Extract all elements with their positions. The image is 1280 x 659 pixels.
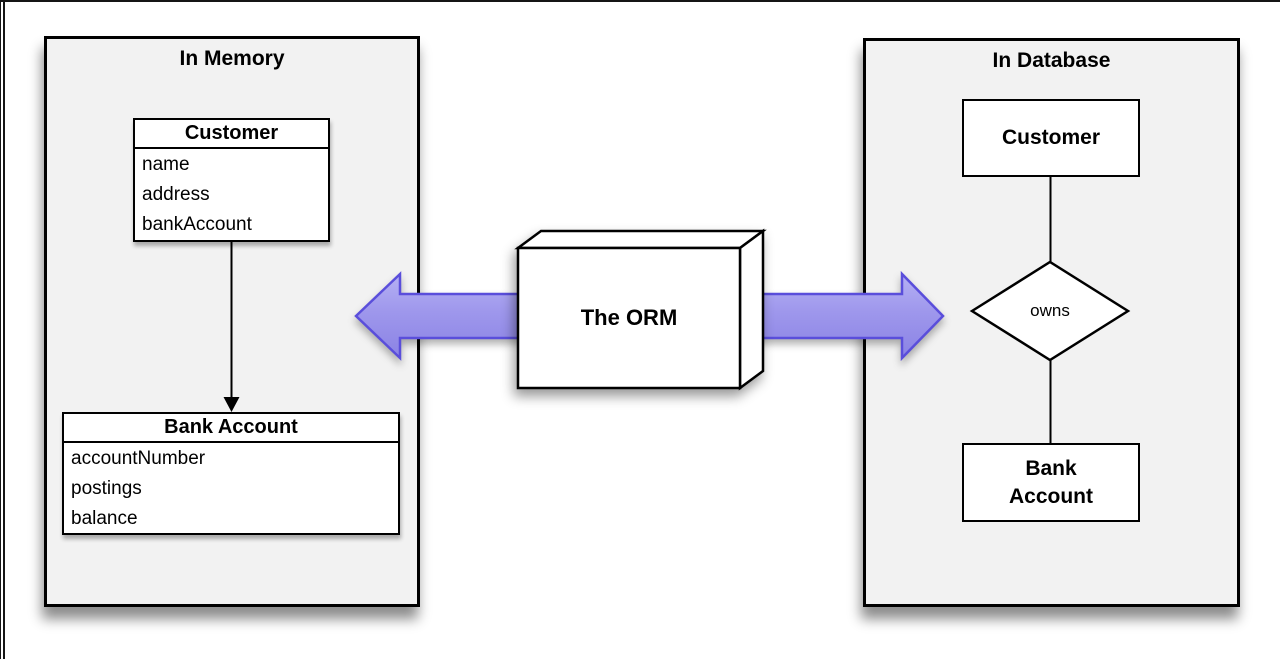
orm-left-arrow-icon bbox=[354, 271, 532, 361]
memory-bank-account-class: Bank Account accountNumber postings bala… bbox=[62, 412, 400, 535]
in-memory-title: In Memory bbox=[179, 47, 285, 70]
memory-association-connector bbox=[223, 241, 240, 412]
owns-relationship-diamond bbox=[969, 260, 1131, 362]
memory-bank-account-attributes: accountNumber postings balance bbox=[64, 443, 398, 534]
database-bank-account-entity: Bank Account bbox=[962, 443, 1140, 522]
orm-right-arrow-icon bbox=[748, 270, 945, 362]
database-customer-entity: Customer bbox=[962, 99, 1140, 177]
attribute-accountNumber: accountNumber bbox=[71, 448, 206, 469]
frame-left-line-outer bbox=[0, 0, 1, 659]
attribute-name: name bbox=[142, 154, 190, 175]
attribute-bankAccount: bankAccount bbox=[142, 214, 252, 235]
memory-bank-account-class-name: Bank Account bbox=[64, 414, 398, 443]
frame-left-line-inner bbox=[3, 0, 5, 659]
orm-3d-box bbox=[514, 228, 767, 391]
down-arrowhead-icon bbox=[223, 397, 240, 412]
memory-customer-class: Customer name address bankAccount bbox=[133, 118, 330, 242]
orm-box-label: The ORM bbox=[580, 305, 678, 330]
memory-customer-attributes: name address bankAccount bbox=[135, 149, 328, 240]
attribute-balance: balance bbox=[71, 508, 138, 529]
frame-top-line bbox=[0, 0, 1280, 2]
in-database-title: In Database bbox=[992, 49, 1111, 72]
attribute-address: address bbox=[142, 184, 210, 205]
attribute-postings: postings bbox=[71, 478, 142, 499]
owns-relationship-label: owns bbox=[1030, 301, 1070, 320]
memory-customer-class-name: Customer bbox=[135, 120, 328, 149]
